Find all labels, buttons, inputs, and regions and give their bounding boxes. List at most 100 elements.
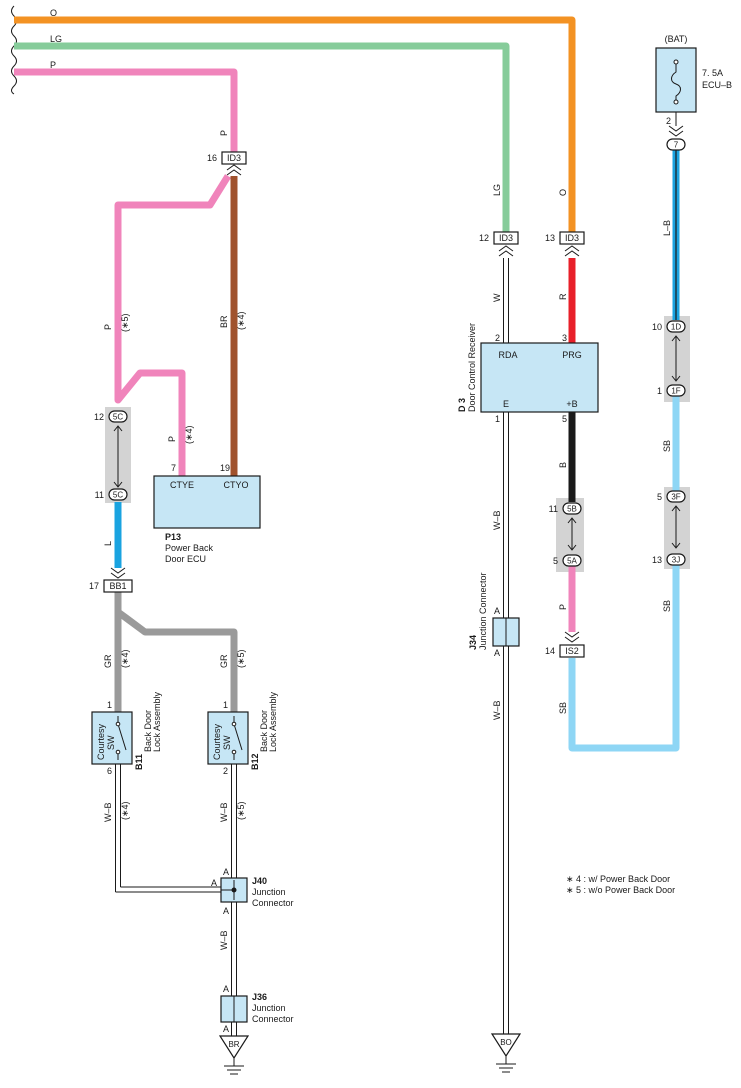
connector-label: ID3 — [227, 153, 241, 163]
connector-1d — [666, 320, 686, 333]
wire-white-black-b11 — [115, 764, 221, 893]
connector-5c-bottom — [108, 488, 128, 501]
ground-br — [218, 1035, 250, 1060]
pin-number: 11 — [549, 504, 558, 514]
connector-chevron — [564, 245, 580, 257]
switch-label: Courtesy — [96, 723, 106, 760]
wire-label-wb: W–B — [219, 802, 229, 822]
connector-bb1 — [103, 579, 133, 593]
door-control-receiver — [480, 342, 599, 413]
terminal-prg: PRG — [562, 350, 582, 360]
wire-light-green — [14, 42, 510, 232]
pin-number: 17 — [89, 581, 99, 591]
terminal-e: E — [503, 399, 509, 409]
pin-number: 5 — [562, 414, 567, 424]
wire-label-lg: LG — [50, 34, 62, 44]
component-name: Junction — [252, 887, 286, 897]
connector-label: 3J — [672, 556, 680, 565]
pin-number: A — [223, 1024, 229, 1034]
pin-number: 11 — [95, 490, 104, 500]
connector-chevron — [668, 125, 684, 137]
wire-note: (∗4) — [120, 649, 130, 668]
connector-1f — [666, 384, 686, 397]
pin-number: 2 — [666, 116, 671, 126]
connector-3f — [666, 490, 686, 503]
fuse-name: ECU–B — [702, 80, 732, 90]
wire-label-p: P — [167, 436, 177, 442]
wire-note: (∗5) — [236, 649, 246, 668]
connector-5b — [562, 502, 582, 515]
back-door-lock-assembly-b12 — [207, 711, 249, 765]
wire-white-black-d3 — [503, 412, 509, 1034]
pin-number: A — [223, 906, 229, 916]
component-name: Door ECU — [165, 554, 206, 564]
wire-label-sb: SB — [558, 702, 568, 714]
wire-pink-top — [14, 68, 238, 152]
wire-label-sb: SB — [662, 440, 672, 452]
component-code: J40 — [252, 876, 267, 886]
wire-label-o: O — [558, 189, 568, 196]
connector-5c-top — [108, 410, 128, 423]
pin-number: 5 — [553, 556, 558, 566]
wire-label-p: P — [558, 604, 568, 610]
pin-number: 19 — [220, 463, 230, 473]
switch-label: SW — [222, 735, 232, 750]
wire-sky-blue — [568, 560, 680, 752]
component-code: B12 — [250, 753, 260, 770]
wire-label-b: B — [558, 462, 568, 468]
connector-label: 7 — [674, 141, 679, 150]
fuse-terminal — [673, 99, 679, 105]
component-name: Back Door — [259, 710, 269, 752]
switch-contact — [231, 749, 237, 755]
terminal-ctyo: CTYO — [223, 480, 248, 490]
component-name: Back Door — [143, 710, 153, 752]
connector-id3-o — [559, 231, 585, 245]
connector-7 — [666, 138, 686, 151]
wire-label-gr: GR — [219, 654, 229, 668]
wire-label-r: R — [558, 293, 568, 300]
ground-bo — [490, 1033, 522, 1058]
connector-5a — [562, 554, 582, 567]
wire-label-wb: W–B — [492, 700, 502, 720]
connector-label: ID3 — [499, 233, 513, 243]
wires — [14, 16, 680, 1036]
wire-white-black-b12 — [231, 764, 237, 1036]
wire-label-lb: L–B — [662, 220, 672, 236]
pin-number: 1 — [495, 414, 500, 424]
ground-label: BR — [228, 1040, 239, 1049]
legend-line: ∗ 4 : w/ Power Back Door — [566, 874, 670, 884]
wire-label-p: P — [50, 60, 56, 70]
wire-label-o: O — [50, 8, 57, 18]
switch-contact — [231, 721, 237, 727]
component-name: Connector — [252, 1014, 294, 1024]
component-name: Junction — [252, 1003, 286, 1013]
connector-3j — [666, 553, 686, 566]
wire-label-l: L — [103, 541, 113, 546]
pin-number: 14 — [545, 646, 555, 656]
connector-label: IS2 — [565, 646, 579, 656]
pin-number: A — [223, 984, 229, 994]
pin-number: 13 — [652, 555, 662, 565]
wire-note: (∗5) — [120, 313, 130, 332]
pin-number: 1 — [657, 386, 662, 396]
terminal-plus-b: +B — [566, 399, 577, 409]
connector-chevron — [564, 631, 580, 643]
pin-number: A — [494, 606, 500, 616]
wire-label-wb: W–B — [492, 510, 502, 530]
pin-number: A — [494, 648, 500, 658]
pin-number: 2 — [223, 766, 228, 776]
connector-arrow — [671, 335, 681, 382]
component-code: J34 — [468, 635, 478, 650]
connector-chevron — [110, 567, 126, 579]
component-code: J36 — [252, 992, 267, 1002]
wire-label-sb: SB — [662, 600, 672, 612]
pin-number: A — [223, 867, 229, 877]
connector-label: 1D — [671, 323, 681, 332]
wire-label-br: BR — [219, 315, 229, 328]
switch-contact — [115, 749, 121, 755]
pin-number: 13 — [545, 233, 555, 243]
component-name: Door Control Receiver — [467, 323, 477, 412]
connector-id3-top — [221, 151, 247, 165]
connector-chevron — [226, 164, 242, 176]
